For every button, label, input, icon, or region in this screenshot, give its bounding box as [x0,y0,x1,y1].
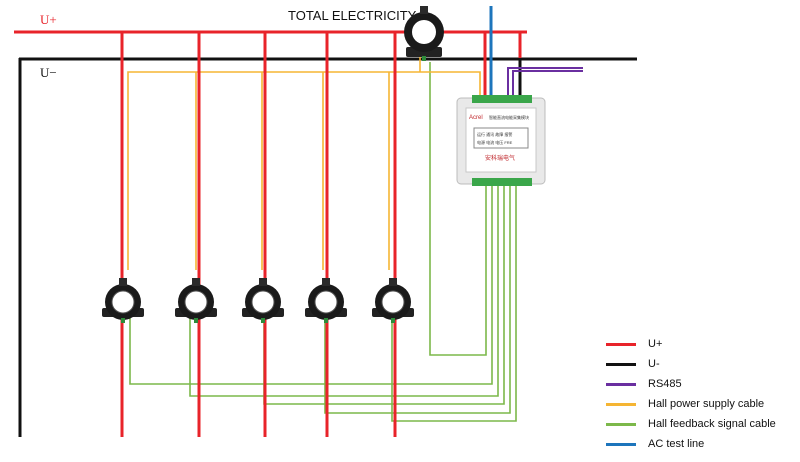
device-indicator-row2: 电源 电流 电压 FRE [477,139,513,145]
legend-label-hall-power: Hall power supply cable [648,398,765,410]
legend: U+ U- RS485 Hall power supply cable Hall… [606,334,796,454]
legend-label-positive: U+ [648,338,663,350]
rs485-line [507,67,583,95]
legend-item-rs485: RS485 [606,374,796,394]
device-brand: Acrel [469,115,483,121]
total-current-sensor [404,6,444,61]
branch-sensor-4 [304,277,348,324]
positive-branch-drops [120,31,487,437]
legend-label-ac-test: AC test line [648,438,705,450]
legend-item-negative: U- [606,354,796,374]
title: TOTAL ELECTRICITY [288,8,417,23]
branch-sensor-3 [241,277,285,324]
legend-item-hall-feedback: Hall feedback signal cable [606,414,796,434]
device-title: 智能直流电能采集模块 [489,114,529,120]
branch-sensor-5 [371,277,415,324]
measurement-module: Acrel 智能直流电能采集模块 运行 通讯 故障 报警 电源 电流 电压 FR… [456,95,546,186]
positive-bus-label: U+ [40,12,57,27]
device-footer: 安科瑞电气 [485,154,515,162]
legend-swatch-negative [606,362,636,366]
legend-label-hall-feedback: Hall feedback signal cable [648,418,776,430]
legend-item-hall-power: Hall power supply cable [606,394,796,414]
branch-sensor-1 [101,277,145,324]
legend-label-negative: U- [648,358,660,370]
hall-power-wiring [127,56,481,270]
legend-swatch-rs485 [606,382,636,386]
legend-swatch-positive [606,342,636,346]
legend-item-ac-test: AC test line [606,434,796,454]
negative-bus-label: U− [40,65,57,80]
branch-sensor-2 [174,277,218,324]
legend-swatch-hall-power [606,402,636,406]
legend-swatch-ac-test [606,442,636,446]
legend-swatch-hall-feedback [606,422,636,426]
legend-label-rs485: RS485 [648,378,682,390]
legend-item-positive: U+ [606,334,796,354]
device-indicator-row1: 运行 通讯 故障 报警 [477,131,512,137]
